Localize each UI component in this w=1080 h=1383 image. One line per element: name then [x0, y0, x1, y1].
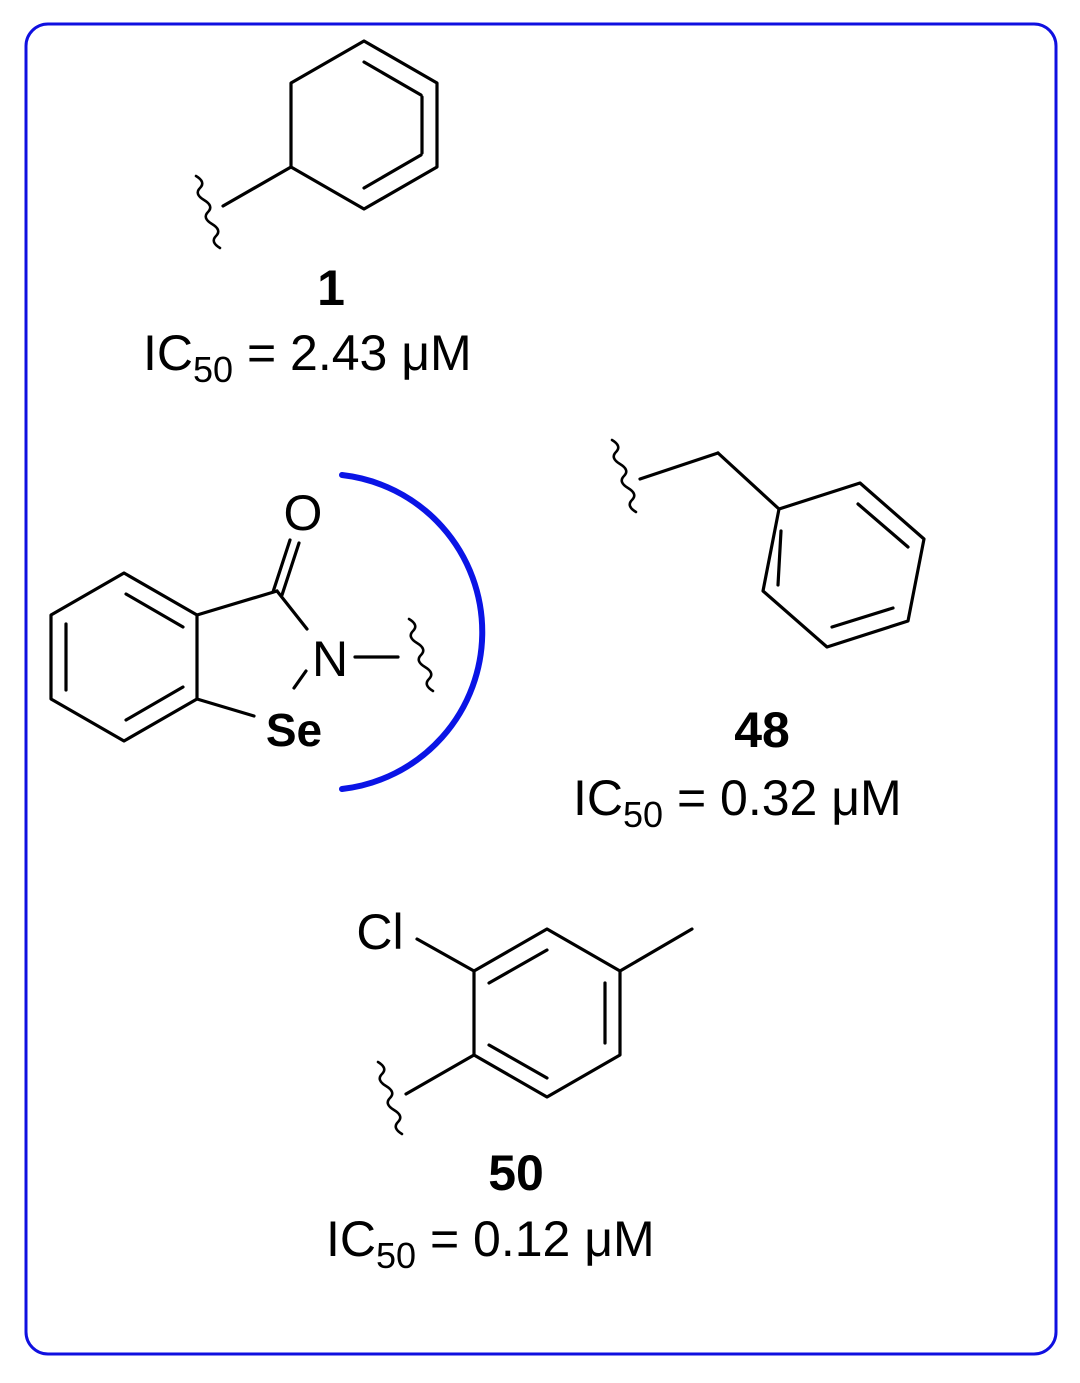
compound-1-ic50: IC50 = 2.43 μM	[143, 325, 472, 390]
substituent-arc	[339, 472, 486, 792]
chlorine-atom: Cl	[356, 904, 403, 960]
wavy-attachment-icon	[194, 174, 222, 250]
aryl-ring	[472, 927, 622, 1099]
phenyl-ring	[761, 481, 926, 649]
compound-50-number: 50	[488, 1145, 544, 1201]
attachment-bond	[221, 165, 293, 208]
compound-48-ic50: IC50 = 0.32 μM	[573, 770, 902, 835]
wavy-attachment-icon	[376, 1060, 404, 1136]
ebselen-core-structure	[49, 538, 435, 743]
oxygen-atom: O	[284, 485, 323, 541]
compound-48-structure	[610, 438, 926, 649]
compound-1-number: 1	[317, 260, 345, 316]
compound-48-number: 48	[734, 702, 790, 758]
nitrogen-atom: N	[312, 631, 348, 687]
phenyl-ring	[289, 39, 439, 211]
wavy-attachment-icon	[407, 617, 435, 693]
compound-1-structure	[194, 39, 439, 250]
wavy-attachment-icon	[610, 438, 638, 514]
compound-50-structure	[376, 927, 694, 1136]
figure-frame	[24, 22, 1058, 1356]
compound-50-ic50: IC50 = 0.12 μM	[326, 1211, 655, 1276]
selenium-atom: Se	[266, 704, 322, 756]
